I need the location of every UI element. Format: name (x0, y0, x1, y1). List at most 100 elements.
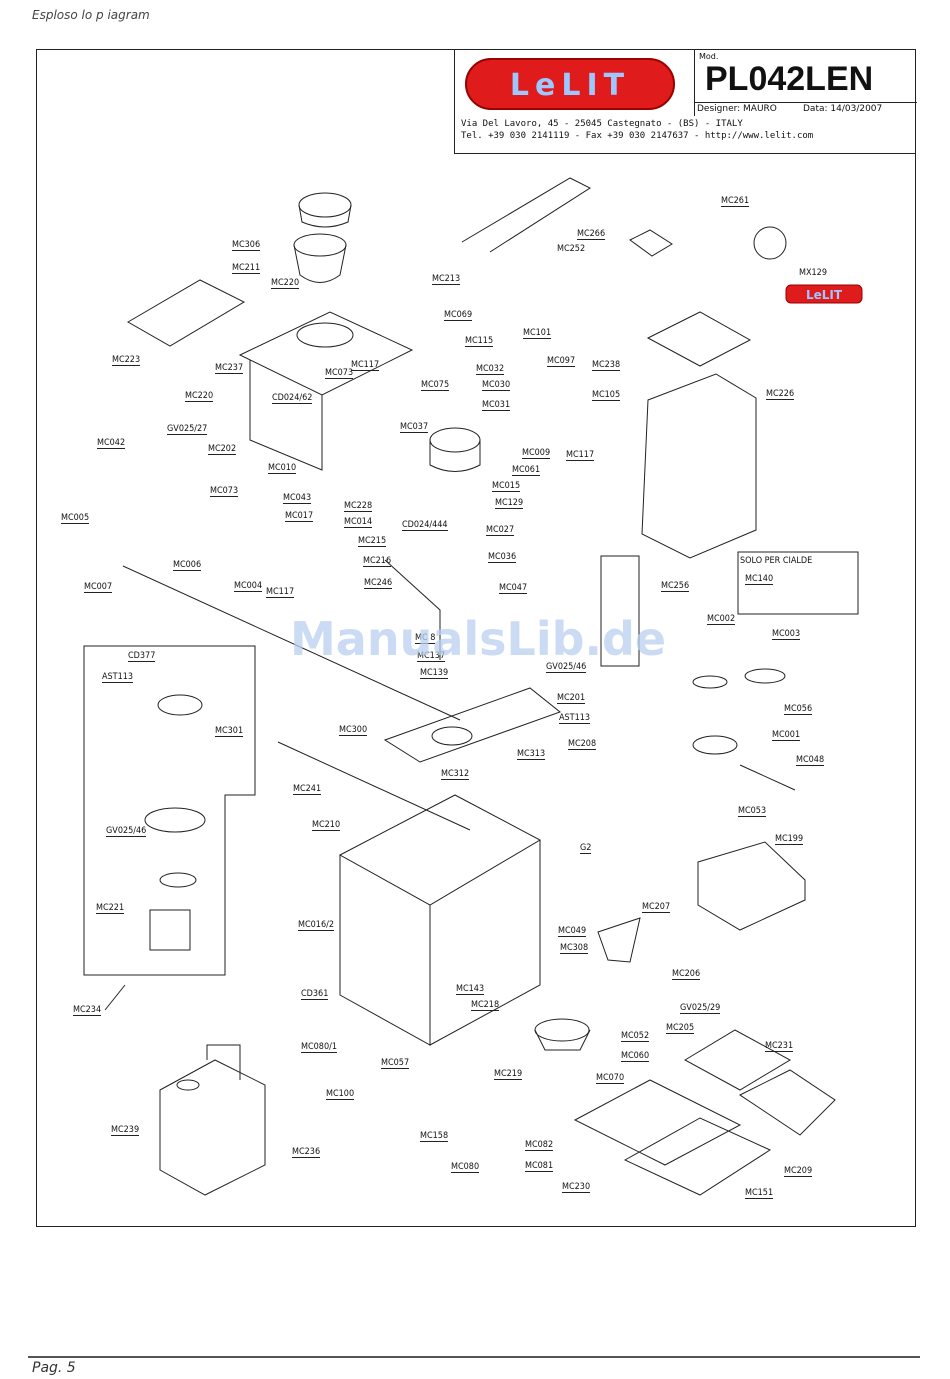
part-label: MC306 (232, 240, 261, 251)
address-line-1: Via Del Lavoro, 45 - 25045 Castegnato - … (461, 119, 743, 129)
part-label: MC202 (208, 444, 237, 455)
gasket-line (461, 177, 592, 253)
part-label: MC266 (577, 229, 606, 240)
grinder-inset-box (83, 645, 256, 976)
part-label: CD024/444 (402, 520, 448, 531)
part-label: MC009 (522, 448, 551, 459)
part-label: MC036 (488, 552, 517, 563)
lelit-logo: LeLIT (465, 58, 675, 110)
part-label: MC100 (326, 1089, 355, 1100)
mx129-badge (785, 284, 863, 304)
part-label: MC075 (421, 380, 450, 391)
part-label: MC201 (557, 693, 586, 704)
part-label: MC140 (745, 574, 774, 585)
part-label: MC053 (738, 806, 767, 817)
part-label: MC057 (381, 1058, 410, 1069)
part-label: MC037 (400, 422, 429, 433)
part-label: MC246 (364, 578, 393, 589)
hopper-lid-side (298, 204, 352, 228)
top-plate (238, 311, 414, 396)
part-label: MC005 (61, 513, 90, 524)
part-label: MC301 (215, 726, 244, 737)
part-label: MC205 (666, 1023, 695, 1034)
part-label: MC215 (358, 536, 387, 547)
model-caption: Mod. (699, 52, 719, 61)
hopper-side (293, 244, 347, 283)
part-label: MC312 (441, 769, 470, 780)
part-label: MC129 (495, 498, 524, 509)
part-label: MC143 (456, 984, 485, 995)
part-label: MC151 (745, 1188, 774, 1199)
part-label: MC027 (486, 525, 515, 536)
part-label: MC073 (325, 368, 354, 379)
part-label: MC097 (547, 356, 576, 367)
part-label: MC139 (420, 668, 449, 679)
part-label: MC105 (592, 390, 621, 401)
part-label: MC313 (517, 749, 546, 760)
page-header-caption: Esploso lo p iagram (32, 8, 150, 22)
hopper-shape (293, 233, 347, 257)
part-label: MC049 (558, 926, 587, 937)
part-label: GV025/27 (167, 424, 208, 435)
mx129-badge-text: LeLIT (806, 288, 843, 302)
part-label: MC220 (271, 278, 300, 289)
water-tank (159, 1059, 266, 1196)
part-label: MC004 (234, 581, 263, 592)
part-label: MC213 (432, 274, 461, 285)
part-label: MC101 (523, 328, 552, 339)
part-label: MC016/2 (298, 920, 334, 931)
part-label: MC220 (185, 391, 214, 402)
part-label: MC206 (672, 969, 701, 980)
part-label: MC117 (351, 360, 380, 371)
logo-cell: LeLIT (455, 50, 695, 116)
address-line-2: Tel. +39 030 2141119 - Fax +39 030 21476… (461, 131, 814, 141)
part-label: MX129 (799, 268, 827, 278)
address-block: Via Del Lavoro, 45 - 25045 Castegnato - … (461, 118, 813, 142)
part-label: GV025/46 (546, 662, 587, 673)
part-label: MC221 (96, 903, 125, 914)
part-label: MC208 (568, 739, 597, 750)
part-label: MC042 (97, 438, 126, 449)
part-label: MC043 (283, 493, 312, 504)
part-label: MC234 (73, 1005, 102, 1016)
part-label: MC070 (596, 1073, 625, 1084)
part-label: MC069 (444, 310, 473, 321)
part-label: MC030 (482, 380, 511, 391)
part-label: MC017 (285, 511, 314, 522)
page-number: Pag. 5 (32, 1360, 76, 1376)
part-label: MC056 (784, 704, 813, 715)
part-label: MC001 (772, 730, 801, 741)
part-label: MC239 (111, 1125, 140, 1136)
footer-rule (28, 1356, 920, 1358)
part-label: MC080 (451, 1162, 480, 1173)
part-label: MC032 (476, 364, 505, 375)
part-label: G2 (580, 843, 592, 854)
part-label: MC199 (775, 834, 804, 845)
part-label: MC237 (215, 363, 244, 374)
watermark: ManualsLib.de (290, 612, 667, 666)
part-label: GV025/46 (106, 826, 147, 837)
part-label: AST113 (559, 713, 591, 724)
part-label: MC216 (363, 556, 392, 567)
part-label: MC223 (112, 355, 141, 366)
part-label: MC117 (266, 587, 295, 598)
part-label: MC207 (642, 902, 671, 913)
part-label: MC052 (621, 1031, 650, 1042)
part-label: MC300 (339, 725, 368, 736)
part-label: MC048 (796, 755, 825, 766)
part-label: MC210 (312, 820, 341, 831)
part-label: MC006 (173, 560, 202, 571)
part-label: MC226 (766, 389, 795, 400)
part-label: MC002 (707, 614, 736, 625)
part-label: AST113 (102, 672, 134, 683)
part-label: MC231 (765, 1041, 794, 1052)
part-label: MC308 (560, 943, 589, 954)
side-panel-box (641, 373, 757, 559)
part-label: MC209 (784, 1166, 813, 1177)
title-block: LeLIT Mod. PL042LEN Designer: MAURO Data… (454, 50, 917, 154)
part-label: MC 8 (415, 633, 436, 644)
part-label: MC252 (557, 244, 586, 254)
drip-tray-grid (573, 1079, 742, 1166)
part-label: MC238 (592, 360, 621, 371)
part-label: MC082 (525, 1140, 554, 1151)
